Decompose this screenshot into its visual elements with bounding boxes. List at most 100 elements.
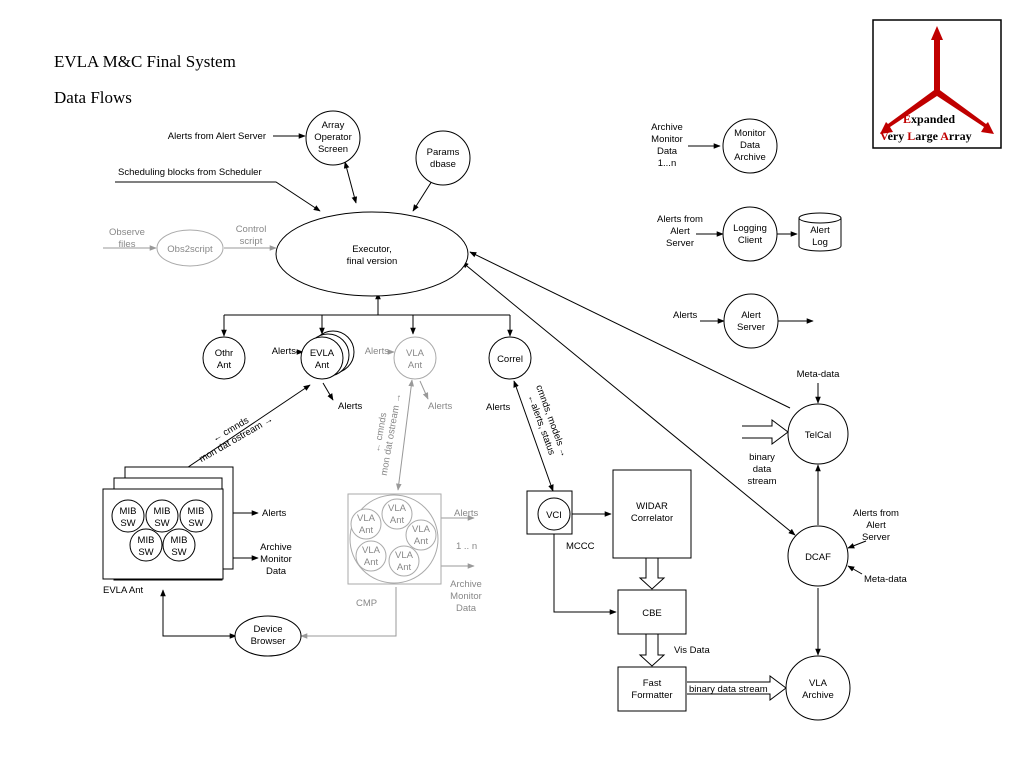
- evla-alerts-in-label: Alerts: [272, 346, 297, 357]
- evla-alerts-out-label: Alerts: [338, 401, 363, 412]
- svg-text:Obs2script: Obs2script: [167, 244, 213, 255]
- evla-ant-mib-group: MIB SW MIB SW MIB SW MIB SW MIB SW: [102, 466, 234, 581]
- svg-text:Params: Params: [427, 147, 460, 158]
- svg-text:Ant: Ant: [315, 360, 330, 371]
- svg-text:MIB: MIB: [138, 535, 155, 546]
- mib-sw-node: MIB SW: [145, 499, 179, 533]
- svg-text:Ant: Ant: [414, 536, 429, 547]
- svg-text:Correlator: Correlator: [631, 513, 673, 524]
- svg-text:VLA: VLA: [412, 524, 431, 535]
- alert-server-node: Alert Server: [723, 293, 779, 349]
- device-browser-node: Device Browser: [234, 615, 302, 657]
- monitor-data-archive-node: Monitor Data Archive: [722, 118, 778, 174]
- svg-text:Array: Array: [322, 120, 345, 131]
- svg-text:Server: Server: [862, 532, 890, 543]
- cmp-label: CMP: [356, 598, 377, 609]
- array-operator-screen-node: Array Operator Screen: [305, 110, 361, 166]
- cmp-one-to-n-label: 1 .. n: [456, 541, 477, 552]
- othr-ant-node: Othr Ant: [202, 336, 246, 380]
- widar-correlator-box: WIDAR Correlator: [612, 469, 692, 559]
- vla-ant-small-node: VLA Ant: [388, 545, 420, 577]
- svg-text:MIB: MIB: [188, 506, 205, 517]
- svg-text:VLA: VLA: [406, 348, 425, 359]
- vla-cmnds-label: ← cmnds mon dat ostream →: [372, 392, 404, 476]
- mib-sw-node: MIB SW: [179, 499, 213, 533]
- svg-text:Archive: Archive: [651, 122, 683, 133]
- svg-text:Screen: Screen: [318, 144, 348, 155]
- vla-alerts-in-label: Alerts: [365, 346, 390, 357]
- svg-text:Correl: Correl: [497, 354, 523, 365]
- mib-sw-node: MIB SW: [162, 528, 196, 562]
- svg-text:Fast: Fast: [643, 678, 662, 689]
- svg-text:TelCal: TelCal: [805, 430, 831, 441]
- alerts-from-alert-server-right-label: Alerts from Alert Server: [657, 214, 703, 249]
- svg-text:stream: stream: [747, 476, 776, 487]
- mib-alerts-label: Alerts: [262, 508, 287, 519]
- svg-text:Alert: Alert: [741, 310, 761, 321]
- svg-text:DCAF: DCAF: [805, 552, 831, 563]
- diagram-subtitle: Data Flows: [54, 88, 132, 107]
- cmp-group: VLA Ant VLA Ant VLA Ant VLA Ant VLA Ant: [347, 493, 442, 585]
- cbe-box: CBE: [617, 589, 687, 635]
- svg-text:Monitor: Monitor: [651, 134, 683, 145]
- fast-formatter-box: Fast Formatter: [617, 666, 687, 712]
- binary-data-stream-inline-label: binary data stream: [689, 684, 768, 695]
- evla-cmnds-label: ← cmnds mon dat ostream →: [197, 414, 275, 465]
- svg-text:VLA: VLA: [362, 545, 381, 556]
- svg-text:Ant: Ant: [408, 360, 423, 371]
- svg-text:Othr: Othr: [215, 348, 233, 359]
- svg-text:Executor,: Executor,: [352, 244, 392, 255]
- svg-text:WIDAR: WIDAR: [636, 501, 668, 512]
- dcaf-node: DCAF: [787, 525, 849, 587]
- dcaf-alerts-from-alert-server-label: Alerts from Alert Server: [853, 508, 899, 543]
- svg-text:VLA: VLA: [809, 678, 828, 689]
- evla-ant-node: EVLA Ant: [300, 330, 355, 380]
- mccc-label: MCCC: [566, 541, 595, 552]
- svg-text:Client: Client: [738, 235, 763, 246]
- correl-cmnds-label: cmnds, models → ←alerts, status: [525, 384, 570, 459]
- svg-text:SW: SW: [138, 547, 153, 558]
- svg-text:MIB: MIB: [120, 506, 137, 517]
- svg-text:SW: SW: [154, 518, 169, 529]
- logo-line-1: Expanded: [903, 112, 955, 126]
- obs2script-node: Obs2script: [156, 229, 224, 267]
- svg-text:Alerts from: Alerts from: [853, 508, 899, 519]
- logo-line-1-initial: E: [903, 112, 911, 126]
- svg-text:MIB: MIB: [154, 506, 171, 517]
- svg-text:Log: Log: [812, 237, 828, 248]
- svg-text:data: data: [753, 464, 772, 475]
- svg-text:Archive: Archive: [260, 542, 292, 553]
- svg-text:MIB: MIB: [171, 535, 188, 546]
- mib-sw-node: MIB SW: [129, 528, 163, 562]
- svg-text:Monitor: Monitor: [734, 128, 766, 139]
- correl-alerts-label: Alerts: [486, 402, 511, 413]
- svg-text:Control: Control: [236, 224, 267, 235]
- vla-alerts-out-label: Alerts: [428, 401, 453, 412]
- svg-text:SW: SW: [188, 518, 203, 529]
- svg-text:Formatter: Formatter: [631, 690, 672, 701]
- svg-text:script: script: [240, 236, 263, 247]
- svg-text:EVLA: EVLA: [310, 348, 335, 359]
- vla-ant-node: VLA Ant: [393, 336, 437, 380]
- cmp-archive-monitor-data-label: Archive Monitor Data: [450, 579, 482, 614]
- svg-text:SW: SW: [171, 547, 186, 558]
- vla-ant-small-node: VLA Ant: [381, 498, 413, 530]
- vci-box: VCI: [526, 490, 573, 535]
- control-script-label: Control script: [236, 224, 267, 247]
- correl-node: Correl: [488, 336, 532, 380]
- svg-text:Server: Server: [666, 238, 694, 249]
- diagram-title: EVLA M&C Final System: [54, 52, 236, 71]
- vla-ant-small-node: VLA Ant: [350, 508, 382, 540]
- scheduling-blocks-label: Scheduling blocks from Scheduler: [118, 167, 262, 178]
- svg-text:dbase: dbase: [430, 159, 456, 170]
- svg-text:Ant: Ant: [364, 557, 379, 568]
- svg-text:Ant: Ant: [397, 562, 412, 573]
- vla-archive-node: VLA Archive: [785, 655, 851, 721]
- alert-server-alerts-label: Alerts: [673, 310, 698, 321]
- svg-text:Server: Server: [737, 322, 765, 333]
- svg-text:Observe: Observe: [109, 227, 145, 238]
- svg-text:Data: Data: [657, 146, 678, 157]
- svg-text:final version: final version: [347, 256, 398, 267]
- svg-text:1...n: 1...n: [658, 158, 677, 169]
- svg-text:files: files: [119, 239, 136, 250]
